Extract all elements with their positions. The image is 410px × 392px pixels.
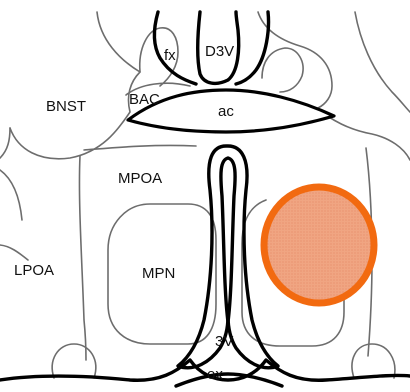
left-outer-boundary [0,245,28,260]
third-ventricle-inner [221,158,235,322]
lpoa-medial-boundary [79,156,86,360]
fx-right-outline [262,48,303,92]
left-base-blob [52,344,96,378]
label-ac: ac [218,103,234,120]
label-d3v: D3V [205,43,234,60]
left-cortex-edge [0,128,10,158]
lesion-marker [264,187,374,303]
bnst-region [10,12,140,159]
label-ox: ox [207,366,223,383]
label-3v: 3V [215,333,233,350]
label-mpn: MPN [142,265,175,282]
label-lpoa: LPOA [14,262,54,279]
right-base-blob [352,344,395,378]
label-bac: BAC [129,91,160,108]
left-cortex-lower [0,170,22,220]
label-fx: fx [164,47,176,64]
mpoa-boundary [84,145,196,150]
right-top-edge [355,12,410,112]
label-bnst: BNST [46,98,86,115]
label-mpoa: MPOA [118,170,162,187]
